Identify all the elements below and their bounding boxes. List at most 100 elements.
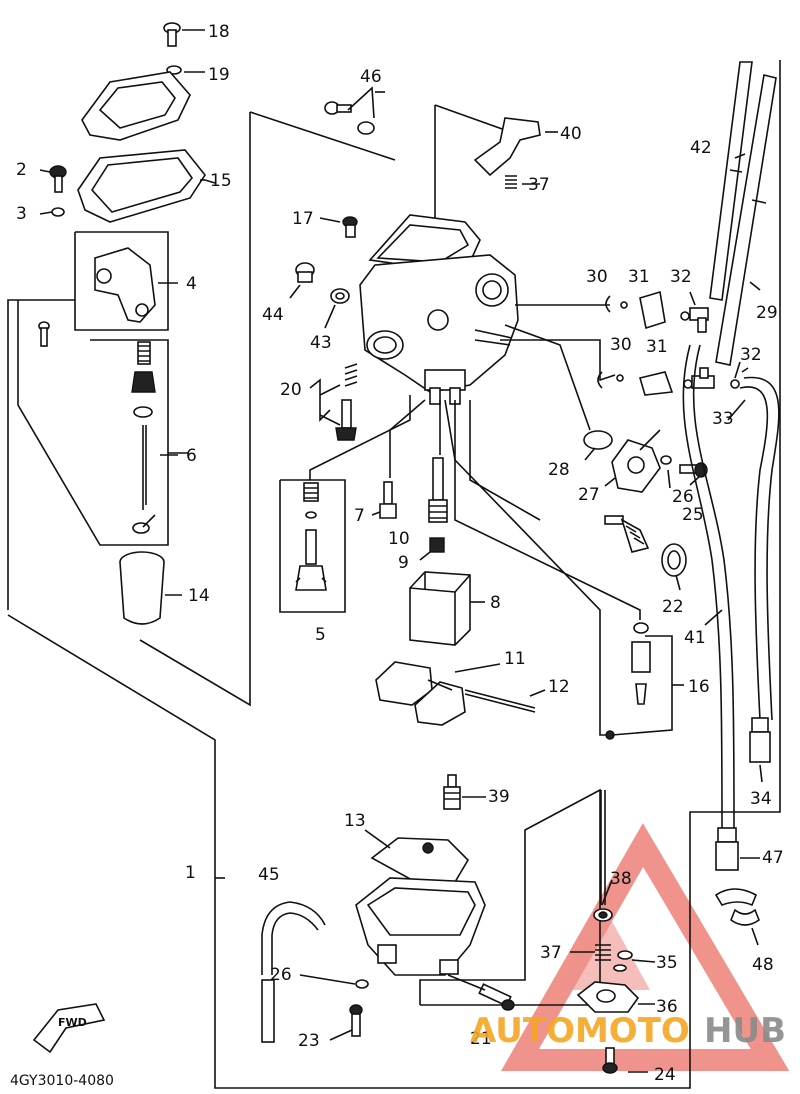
label-35: 35	[656, 953, 678, 973]
part-21-screw	[447, 974, 515, 1011]
part-2-screw	[49, 165, 67, 193]
label-12: 12	[548, 677, 570, 697]
label-2: 2	[16, 160, 27, 180]
label-25: 25	[682, 505, 704, 525]
label-41: 41	[684, 628, 706, 648]
label-24: 24	[654, 1065, 676, 1085]
part-38-accelerator-pump-rod	[593, 790, 613, 922]
label-22: 22	[662, 597, 684, 617]
part-37-spring-lower	[595, 944, 611, 961]
part-42-hose	[709, 61, 753, 301]
part-6-needle	[38, 321, 178, 534]
carburetor-body	[359, 214, 519, 405]
label-16: 16	[688, 677, 710, 697]
label-17: 17	[292, 209, 314, 229]
part-43-washer	[324, 288, 350, 329]
label-28: 28	[548, 460, 570, 480]
leader	[389, 399, 426, 478]
frame-line-5	[434, 104, 506, 131]
part-48-clip	[714, 888, 760, 926]
label-31: 31	[628, 267, 650, 287]
label-3: 3	[16, 204, 27, 224]
label-4: 4	[186, 274, 197, 294]
part-31-joint	[638, 371, 674, 396]
label-32: 32	[740, 345, 762, 365]
label-26: 26	[672, 487, 694, 507]
part-41-hose	[682, 344, 735, 831]
watermark-hub: HUB	[704, 1011, 786, 1051]
label-36: 36	[656, 997, 678, 1017]
part-26-washer-lower	[355, 979, 369, 989]
part-12-float-pin	[464, 689, 546, 713]
label-39: 39	[488, 787, 510, 807]
part-6-frame	[17, 300, 169, 546]
part-37-spring	[505, 175, 540, 189]
part-5-needle-valve	[295, 482, 327, 591]
label-34: 34	[750, 789, 772, 809]
part-4-throttle-lever	[94, 247, 178, 323]
label-32: 32	[670, 267, 692, 287]
label-13: 13	[344, 811, 366, 831]
label-42: 42	[690, 138, 712, 158]
part-11-float	[375, 661, 501, 726]
part-31-joint	[639, 290, 666, 330]
part-32-fitting	[683, 367, 749, 389]
part-7-pilot-jet	[371, 481, 397, 519]
part-46-screw-washer	[324, 86, 375, 135]
watermark-automoto: AUTOMOTO	[470, 1011, 690, 1051]
label-48: 48	[752, 955, 774, 975]
part-3-washer	[51, 207, 65, 217]
part-9-main-jet	[419, 537, 445, 561]
label-14: 14	[188, 586, 210, 606]
label-9: 9	[398, 553, 409, 573]
part-32-fitting	[680, 307, 709, 333]
label-45: 45	[258, 865, 280, 885]
label-11: 11	[504, 649, 526, 669]
part-17-screw	[319, 216, 358, 238]
part-27-cover	[611, 439, 661, 493]
part-14-throttle-slide	[119, 551, 182, 625]
label-10: 10	[388, 529, 410, 549]
label-33: 33	[712, 409, 734, 429]
part-20-pilot-screw	[309, 363, 358, 441]
label-37: 37	[540, 943, 562, 963]
part-33-hose	[739, 376, 780, 721]
label-18: 18	[208, 22, 230, 42]
part-28-o-ring	[583, 430, 613, 450]
label-20: 20	[280, 380, 302, 400]
fwd-label: FWD	[58, 1016, 87, 1029]
leader	[469, 400, 541, 521]
watermark-text: AUTOMOTO HUB	[470, 1011, 786, 1051]
callout-labels: 1 2 3 4 5 6 7 8 9 10 11 12 13 14 15 16 1…	[16, 22, 784, 1085]
part-19-washer	[166, 65, 205, 75]
label-30: 30	[586, 267, 608, 287]
part-40-lever	[473, 117, 558, 177]
assembly-1-frame	[7, 60, 781, 1089]
label-40: 40	[560, 124, 582, 144]
label-38: 38	[610, 869, 632, 889]
label-31: 31	[646, 337, 668, 357]
part-39-drain-screw	[443, 774, 461, 810]
part-23-screw	[349, 1004, 363, 1037]
label-5: 5	[315, 625, 326, 645]
label-15: 15	[210, 171, 232, 191]
diagram-code: 4GY3010-4080	[10, 1073, 114, 1089]
leader-lines	[39, 91, 763, 1073]
leader	[444, 399, 612, 736]
part-15-gasket	[77, 149, 206, 223]
label-30: 30	[610, 335, 632, 355]
part-30-clip	[605, 295, 628, 313]
frame-line-3	[249, 111, 396, 161]
part-top-cover	[81, 71, 191, 141]
label-19: 19	[208, 65, 230, 85]
leader	[500, 339, 616, 382]
part-36-pump-cover	[576, 981, 640, 1013]
part-5-frame	[279, 479, 346, 613]
label-46: 46	[360, 67, 382, 87]
leader	[454, 400, 641, 620]
part-24-screw	[602, 1047, 618, 1074]
part-29-hose	[715, 74, 777, 366]
leader	[504, 324, 591, 431]
label-43: 43	[310, 333, 332, 353]
